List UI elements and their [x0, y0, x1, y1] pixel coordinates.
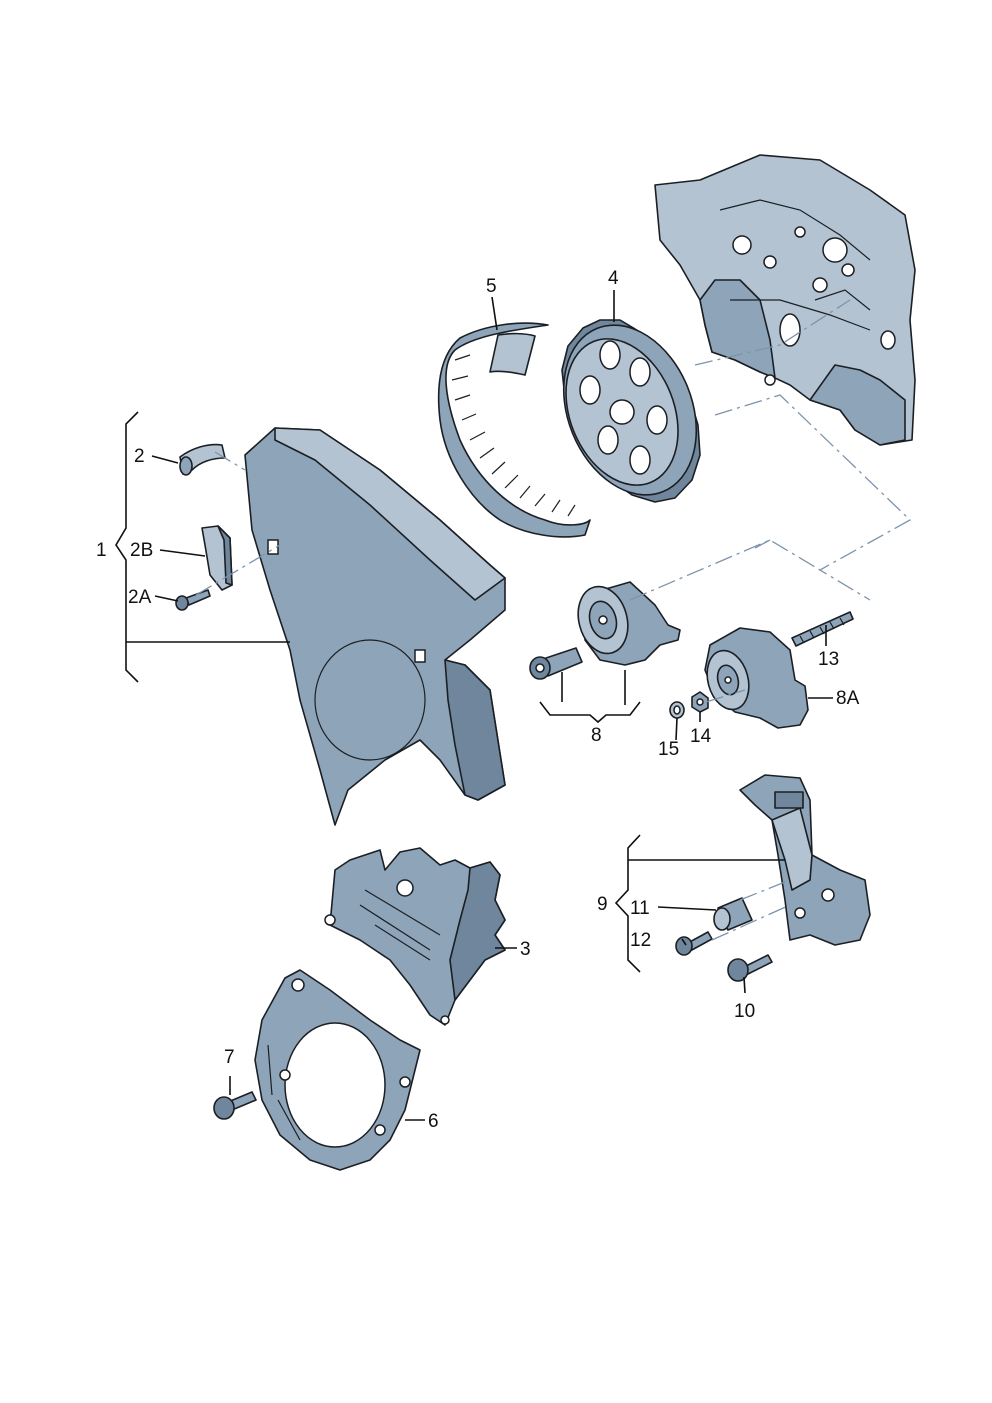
callout-14: 14: [690, 726, 712, 747]
bracket-clip-2b: [201, 525, 233, 591]
callout-9: 9: [597, 894, 608, 915]
middle-timing-belt-guard: [324, 847, 506, 1026]
callout-11: 11: [630, 898, 650, 919]
callout-4: 4: [608, 268, 619, 289]
camshaft-sprocket: [561, 319, 701, 503]
nut-14: [691, 691, 709, 713]
callout-2: 2: [134, 446, 145, 467]
callout-12: 12: [630, 930, 651, 951]
callout-2a: 2A: [128, 587, 152, 608]
lower-timing-belt-guard: [254, 969, 421, 1171]
callout-15: 15: [658, 739, 679, 760]
leader-lines: [115, 290, 833, 1121]
callout-3: 3: [520, 939, 531, 960]
callout-1: 1: [96, 540, 107, 561]
stud-13: [791, 611, 854, 647]
bushing-11: [713, 897, 753, 931]
callout-5: 5: [486, 276, 497, 297]
upper-timing-belt-guard: [244, 427, 506, 826]
bracket-9: [739, 774, 871, 946]
bolt-7: [213, 1091, 257, 1120]
screw-2a: [175, 589, 211, 611]
callout-10: 10: [734, 1001, 755, 1022]
callout-7: 7: [224, 1047, 235, 1068]
callout-labels: 1 2 2B 2A 5 4 13 8A 8 15 14 9 11 12 10 3…: [96, 268, 860, 1132]
callout-8a: 8A: [836, 688, 860, 709]
clip-part-2: [179, 443, 226, 476]
callout-8: 8: [591, 725, 602, 746]
callout-6: 6: [428, 1111, 439, 1132]
engine-block: [654, 154, 916, 446]
tensioner-bolt: [529, 647, 583, 680]
assembly-centerlines: [195, 299, 912, 941]
washer-15: [669, 701, 685, 719]
screw-10: [727, 954, 773, 982]
tensioning-roller: [577, 581, 681, 666]
toothed-belt: [437, 322, 591, 538]
callout-2b: 2B: [130, 540, 153, 561]
screw-12: [675, 931, 713, 956]
callout-13: 13: [818, 649, 839, 670]
tensioner-8a: [704, 627, 809, 729]
